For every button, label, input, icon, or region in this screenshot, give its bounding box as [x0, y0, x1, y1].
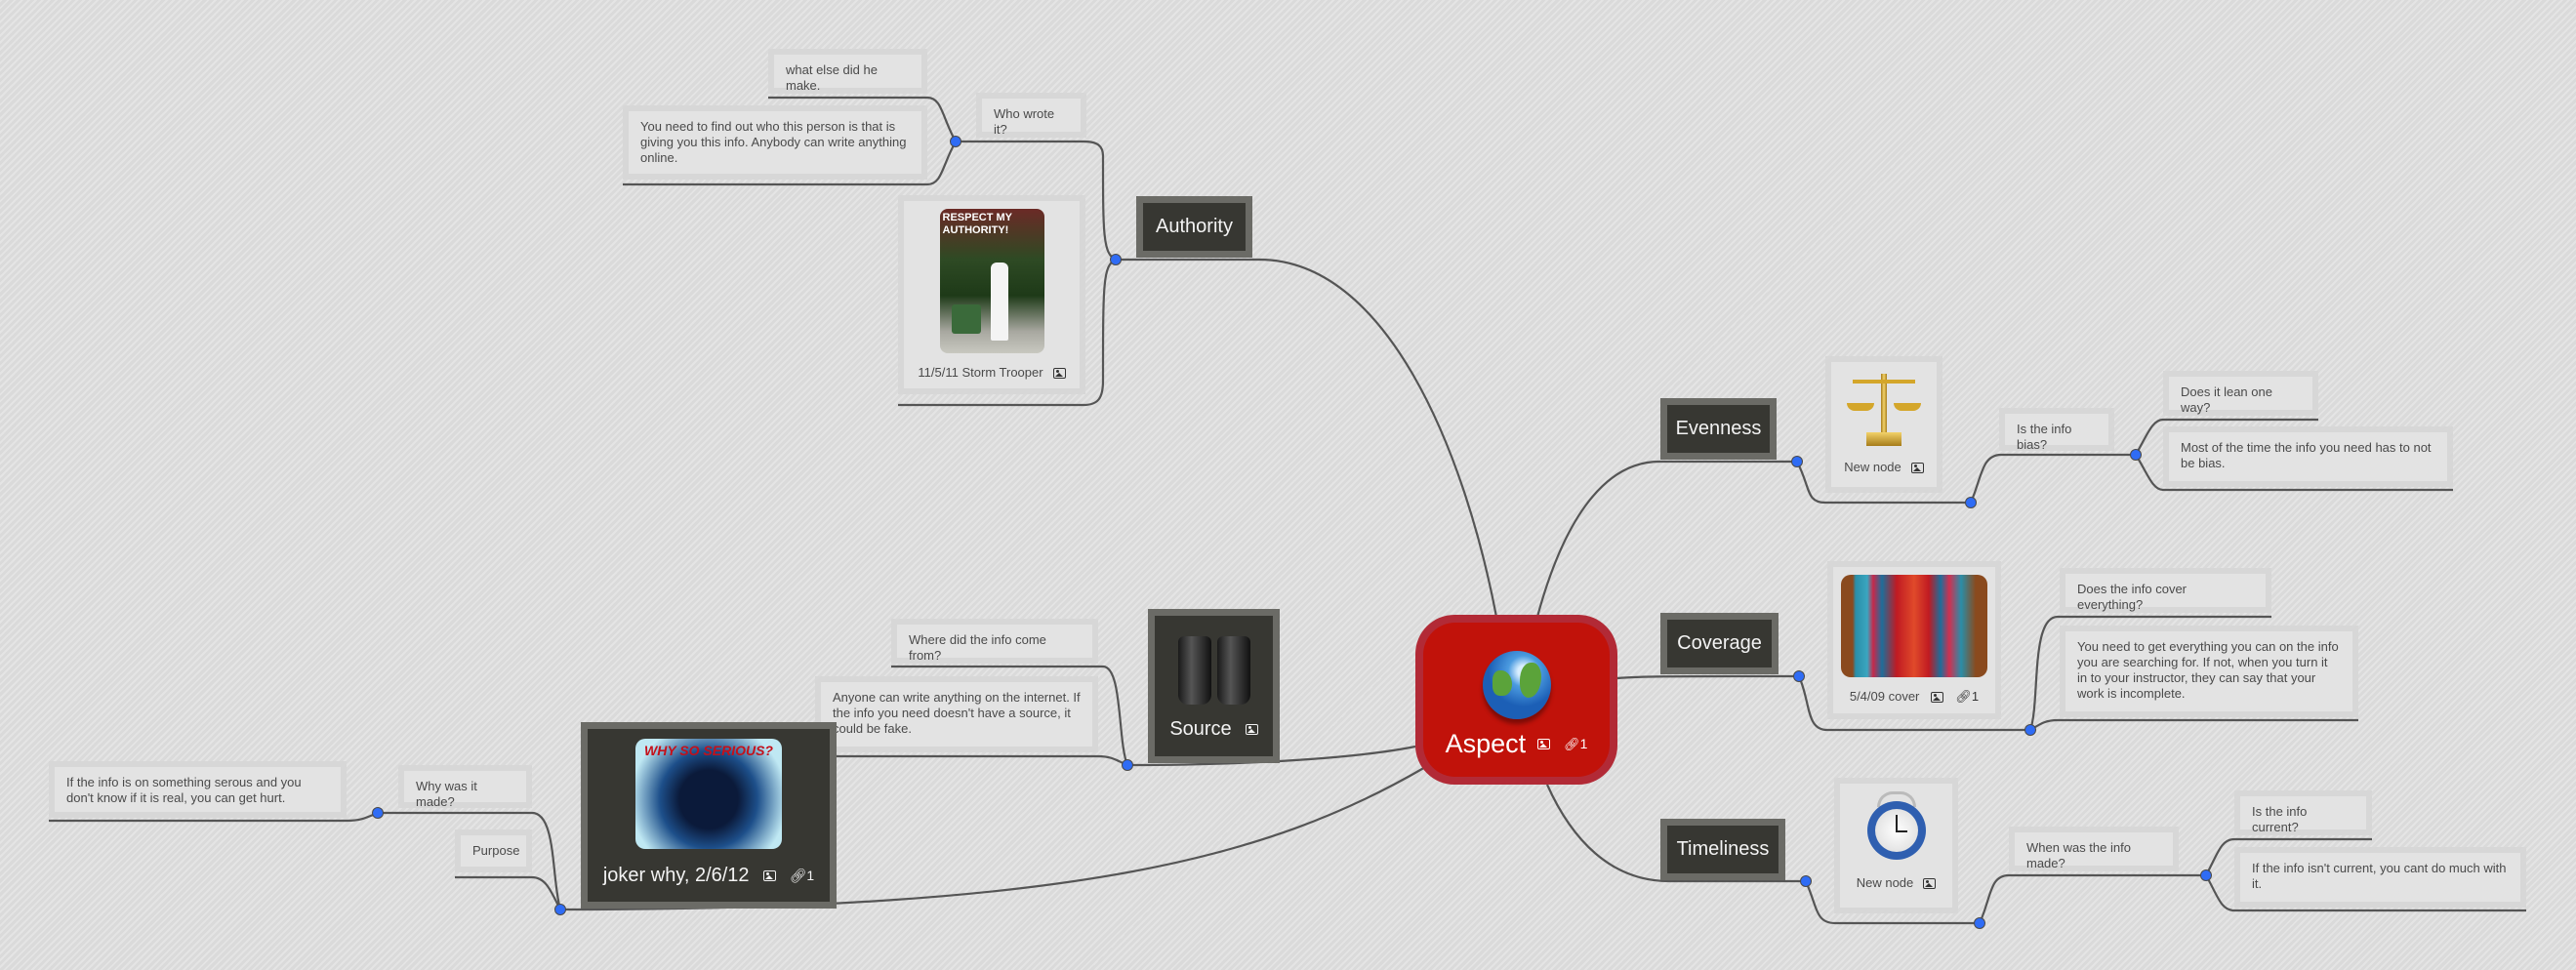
image-icon[interactable]: [1537, 739, 1551, 749]
junction-dot[interactable]: [2130, 449, 2142, 461]
image-icon[interactable]: [1931, 691, 1944, 703]
junction-dot[interactable]: [1965, 497, 1977, 508]
node-text: Where did the info come from?: [897, 625, 1092, 663]
node-text: Is the info bias?: [2005, 414, 2108, 452]
topic-timeliness[interactable]: Timeliness: [1660, 819, 1785, 880]
central-node-aspect[interactable]: Aspect 🔗︎1: [1415, 615, 1617, 785]
scales-image: [1845, 370, 1923, 448]
topic-authority[interactable]: Authority: [1136, 196, 1252, 258]
junction-dot[interactable]: [1974, 917, 1985, 929]
image-node-caption: 11/5/11 Storm Trooper: [918, 365, 1043, 380]
junction-dot[interactable]: [1791, 456, 1803, 467]
topic-coverage-label: Coverage: [1667, 620, 1772, 667]
image-node-clock[interactable]: New node: [1834, 778, 1958, 913]
junction-dot[interactable]: [1122, 759, 1133, 771]
node-text: Purpose: [461, 835, 526, 867]
node-text: If the info isn't current, you cant do m…: [2240, 853, 2520, 902]
junction-dot[interactable]: [1800, 875, 1812, 887]
image-node-joker[interactable]: WHY SO SERIOUS? joker why, 2/6/12 🔗︎1: [581, 722, 837, 909]
image-icon[interactable]: [1052, 367, 1066, 379]
topic-timeliness-label: Timeliness: [1667, 826, 1779, 873]
node-isnt-current[interactable]: If the info isn't current, you cant do m…: [2234, 847, 2526, 908]
alarm-clock-image: [1865, 791, 1928, 866]
image-node-scales[interactable]: New node: [1825, 356, 1942, 493]
image-node-storm-trooper[interactable]: RESPECT MY AUTHORITY! 11/5/11 Storm Troo…: [898, 195, 1085, 394]
topic-source[interactable]: Source: [1148, 609, 1280, 763]
image-node-caption: New node: [1856, 875, 1914, 890]
node-text: When was the info made?: [2015, 832, 2173, 870]
image-caption-text: WHY SO SERIOUS?: [644, 743, 773, 758]
node-text: what else did he make.: [774, 55, 921, 93]
node-text: Is the info current?: [2240, 796, 2366, 834]
image-node-cover[interactable]: 5/4/09 cover 🔗︎1: [1827, 561, 2001, 719]
node-text: Why was it made?: [404, 771, 526, 809]
node-where-did-info-come-from[interactable]: Where did the info come from?: [891, 619, 1098, 664]
topic-coverage[interactable]: Coverage: [1660, 613, 1779, 674]
node-find-out-who[interactable]: You need to find out who this person is …: [623, 105, 927, 180]
image-node-caption: New node: [1844, 460, 1901, 474]
image-caption-text: RESPECT MY AUTHORITY!: [942, 212, 1012, 236]
junction-dot[interactable]: [2024, 724, 2036, 736]
node-text: Anyone can write anything on the interne…: [821, 682, 1092, 747]
central-node-label: Aspect: [1445, 729, 1527, 758]
junction-dot[interactable]: [2200, 869, 2212, 881]
globe-image: [1482, 651, 1551, 719]
image-icon[interactable]: [1910, 462, 1924, 473]
node-text: Does it lean one way?: [2169, 377, 2312, 415]
topic-authority-label: Authority: [1143, 203, 1246, 251]
node-info-current[interactable]: Is the info current?: [2234, 790, 2372, 835]
binoculars-image: [1177, 636, 1250, 705]
node-what-else[interactable]: what else did he make.: [768, 49, 927, 94]
node-text: You need to get everything you can on th…: [2065, 631, 2352, 711]
junction-dot[interactable]: [1110, 254, 1122, 265]
node-anyone-can-write[interactable]: Anyone can write anything on the interne…: [815, 676, 1098, 752]
node-text: Most of the time the info you need has t…: [2169, 432, 2447, 481]
node-purpose[interactable]: Purpose: [455, 829, 532, 872]
node-something-serous[interactable]: If the info is on something serous and y…: [49, 761, 347, 818]
node-why-was-it-made[interactable]: Why was it made?: [398, 765, 532, 809]
link-icon[interactable]: 🔗︎1: [1564, 736, 1588, 751]
image-icon[interactable]: [762, 870, 776, 881]
node-is-info-bias[interactable]: Is the info bias?: [1999, 408, 2114, 452]
respect-my-authority-image: RESPECT MY AUTHORITY!: [939, 209, 1044, 353]
node-when-was-info-made[interactable]: When was the info made?: [2009, 827, 2179, 871]
node-text: If the info is on something serous and y…: [55, 767, 341, 812]
link-icon[interactable]: 🔗︎1: [1955, 689, 1980, 704]
node-text: You need to find out who this person is …: [629, 111, 921, 174]
junction-dot[interactable]: [554, 904, 566, 915]
link-icon[interactable]: 🔗︎1: [789, 868, 815, 883]
junction-dot[interactable]: [372, 807, 384, 819]
junction-dot[interactable]: [1793, 670, 1805, 682]
image-icon[interactable]: [1923, 877, 1937, 889]
image-icon[interactable]: [1245, 724, 1258, 735]
node-get-everything[interactable]: You need to get everything you can on th…: [2060, 626, 2358, 717]
node-text: Who wrote it?: [982, 99, 1081, 137]
node-cover-everything[interactable]: Does the info cover everything?: [2060, 568, 2271, 613]
topic-evenness-label: Evenness: [1667, 405, 1770, 453]
node-text: Does the info cover everything?: [2065, 574, 2266, 612]
junction-dot[interactable]: [950, 136, 961, 147]
image-node-caption: joker why, 2/6/12: [602, 865, 750, 886]
node-who-wrote-it[interactable]: Who wrote it?: [976, 93, 1086, 138]
node-lean-one-way[interactable]: Does it lean one way?: [2163, 371, 2318, 416]
blanket-image: [1841, 575, 1987, 677]
image-node-caption: 5/4/09 cover: [1849, 689, 1920, 704]
why-so-serious-image: WHY SO SERIOUS?: [635, 739, 782, 849]
topic-source-label: Source: [1169, 718, 1232, 740]
topic-evenness[interactable]: Evenness: [1660, 398, 1777, 460]
node-most-of-the-time[interactable]: Most of the time the info you need has t…: [2163, 426, 2453, 487]
